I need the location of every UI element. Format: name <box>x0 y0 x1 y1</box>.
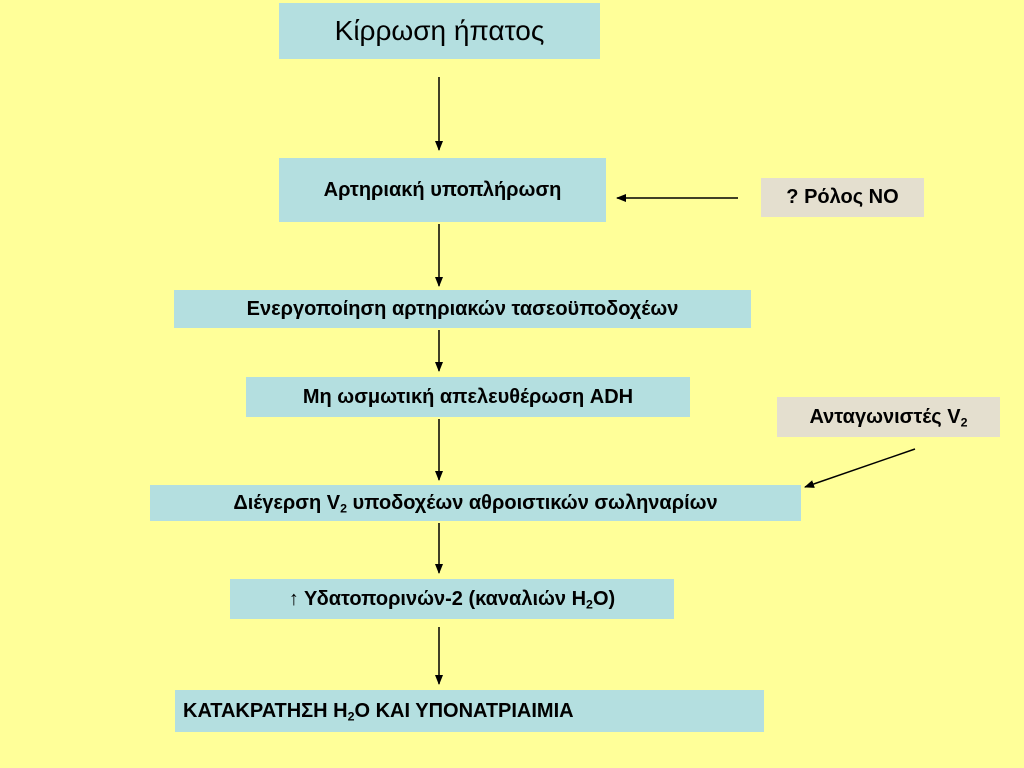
cirrhosis-label: Κίρρωση ήπατος <box>334 15 545 46</box>
aquaporin-label: ↑ Υδατοπορινών-2 (καναλιών H2O) <box>289 588 615 611</box>
no-role-box: ? Ρόλος NO <box>761 178 924 217</box>
v2-antagonists-prefix: Ανταγωνιστές V <box>809 405 961 428</box>
aquaporin-suffix: O) <box>592 587 616 610</box>
retention-suffix: O ΚΑΙ ΥΠΟΝΑΤΡΙΑΙΜΙΑ <box>354 699 574 722</box>
aquaporin-box: ↑ Υδατοπορινών-2 (καναλιών H2O) <box>230 579 674 619</box>
arterial-underfilling-label: Αρτηριακή υποπλήρωση <box>323 178 562 201</box>
aquaporin-prefix: ↑ Υδατοπορινών-2 (καναλιών H <box>288 587 587 610</box>
arterial-underfilling-box: Αρτηριακή υποπλήρωση <box>279 158 606 222</box>
arrow-antagonists-to-v2 <box>804 448 916 488</box>
v2-antagonists-label: Ανταγωνιστές V2 <box>809 406 967 429</box>
v2-antagonists-sub: 2 <box>960 415 968 430</box>
v2-stimulation-suffix: υποδοχέων αθροιστικών σωληναρίων <box>346 491 718 514</box>
v2-stimulation-label: Διέγερση V2 υποδοχέων αθροιστικών σωληνα… <box>233 492 717 515</box>
no-role-label: ? Ρόλος NO <box>786 186 899 208</box>
retention-box: ΚΑΤΑΚΡΑΤΗΣΗ H2O ΚΑΙ ΥΠΟΝΑΤΡΙΑΙΜΙΑ <box>175 690 764 732</box>
v2-stimulation-sub: 2 <box>340 501 347 516</box>
v2-stimulation-prefix: Διέγερση V <box>233 491 341 514</box>
baroreceptor-activation-box: Ενεργοποίηση αρτηριακών τασεοϋποδοχέων <box>174 290 751 328</box>
cirrhosis-box: Κίρρωση ήπατος <box>279 3 600 59</box>
retention-prefix: ΚΑΤΑΚΡΑΤΗΣΗ H <box>183 699 348 722</box>
v2-stimulation-box: Διέγερση V2 υποδοχέων αθροιστικών σωληνα… <box>150 485 801 521</box>
baroreceptor-activation-label: Ενεργοποίηση αρτηριακών τασεοϋποδοχέων <box>246 297 679 320</box>
aquaporin-sub: 2 <box>586 597 593 612</box>
retention-label: ΚΑΤΑΚΡΑΤΗΣΗ H2O ΚΑΙ ΥΠΟΝΑΤΡΙΑΙΜΙΑ <box>183 700 574 723</box>
adh-release-label: Μη ωσμωτική απελευθέρωση ADH <box>302 385 634 408</box>
retention-sub: 2 <box>347 709 355 724</box>
v2-antagonists-box: Ανταγωνιστές V2 <box>777 397 1000 437</box>
adh-release-box: Μη ωσμωτική απελευθέρωση ADH <box>246 377 690 417</box>
